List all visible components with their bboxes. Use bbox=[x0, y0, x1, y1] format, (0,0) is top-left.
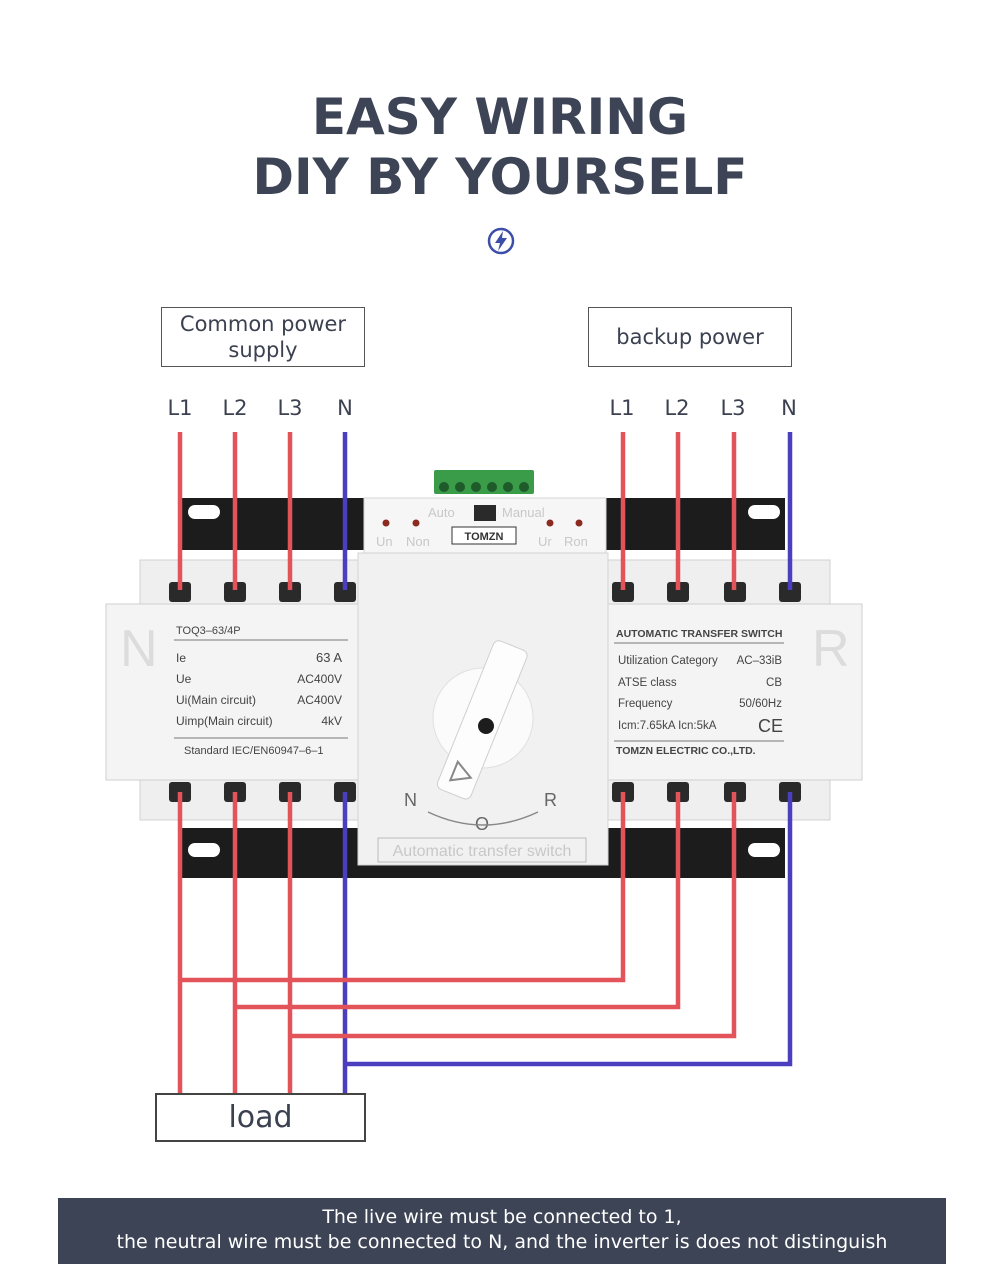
lightning-bolt-icon bbox=[487, 227, 515, 255]
side-letter-r: R bbox=[812, 620, 850, 678]
common-terminal-l2: L2 bbox=[222, 396, 248, 420]
mode-manual-label: Manual bbox=[502, 505, 545, 520]
load-box: load bbox=[155, 1093, 366, 1142]
spec-label-utilization: Utilization Category bbox=[618, 655, 718, 667]
brand-logo bbox=[451, 526, 517, 545]
left-switch-module bbox=[105, 559, 369, 821]
standard-text: Standard IEC/EN60947–6–1 bbox=[184, 745, 323, 757]
common-power-line-1: Common power bbox=[179, 312, 347, 336]
spec-value-utilization: AC–33iB bbox=[737, 655, 783, 667]
indicator-ur: Ur bbox=[538, 534, 552, 549]
brand-text: TOMZN bbox=[465, 531, 504, 543]
spec-value-frequency: 50/60Hz bbox=[739, 698, 782, 710]
indicator-non: Non bbox=[406, 534, 430, 549]
common-terminal-n: N bbox=[337, 396, 353, 420]
indicator-un: Un bbox=[376, 534, 393, 549]
dial-position-n: N bbox=[404, 790, 417, 810]
dial-position-o: O bbox=[475, 814, 489, 834]
company-name: TOMZN ELECTRIC CO.,LTD. bbox=[616, 745, 756, 757]
rating-value-uimp: 4kV bbox=[321, 714, 342, 728]
backup-power-label: backup power bbox=[588, 307, 792, 367]
common-terminal-l1: L1 bbox=[167, 396, 193, 420]
load-label: load bbox=[228, 1100, 293, 1135]
model-number: TOQ3–63/4P bbox=[176, 625, 241, 637]
page-title-line-2: DIY BY YOURSELF bbox=[252, 148, 748, 206]
rating-value-ue: AC400V bbox=[297, 672, 342, 686]
spec-current: Icm:7.65kA Icn:5kA bbox=[618, 720, 717, 732]
spec-label-atse: ATSE class bbox=[618, 677, 677, 689]
rating-label-uimp: Uimp(Main circuit) bbox=[176, 714, 273, 728]
common-terminal-l3: L3 bbox=[277, 396, 303, 420]
mode-auto-label: Auto bbox=[428, 505, 455, 520]
page-title-line-1: EASY WIRING bbox=[311, 88, 689, 146]
output-wires bbox=[177, 792, 793, 1093]
rating-label-ui: Ui(Main circuit) bbox=[176, 693, 256, 707]
footer-line-2: the neutral wire must be connected to N,… bbox=[116, 1231, 888, 1253]
indicator-ron: Ron bbox=[564, 534, 588, 549]
right-rating-panel: R AUTOMATIC TRANSFER SWITCH Utilization … bbox=[614, 620, 850, 757]
backup-terminal-n: N bbox=[781, 396, 797, 420]
footer-line-1: The live wire must be connected to 1, bbox=[322, 1206, 682, 1228]
footer-note: The live wire must be connected to 1, th… bbox=[58, 1198, 946, 1264]
left-rating-panel: N TOQ3–63/4P Ie 63 A Ue AC400V Ui(Main c… bbox=[120, 620, 348, 757]
ats-heading: AUTOMATIC TRANSFER SWITCH bbox=[616, 628, 782, 640]
backup-terminal-l1: L1 bbox=[609, 396, 635, 420]
transfer-controller: Auto Manual Un Non Ur Ron TOMZN N O R Au… bbox=[357, 470, 609, 866]
front-caption: Automatic transfer switch bbox=[393, 843, 572, 860]
right-switch-module bbox=[599, 559, 863, 821]
input-wires bbox=[177, 432, 793, 590]
backup-terminal-l2: L2 bbox=[664, 396, 690, 420]
spec-value-atse: CB bbox=[766, 677, 782, 689]
backup-power-text: backup power bbox=[616, 325, 764, 349]
rating-label-ue: Ue bbox=[176, 672, 192, 686]
rating-value-ui: AC400V bbox=[297, 693, 342, 707]
rating-value-ie: 63 A bbox=[316, 650, 342, 665]
handle-screw bbox=[478, 718, 494, 734]
ce-mark: CE bbox=[758, 716, 783, 736]
dial-position-r: R bbox=[544, 790, 557, 810]
spec-label-frequency: Frequency bbox=[618, 698, 673, 710]
rating-label-ie: Ie bbox=[176, 651, 186, 665]
common-power-line-2: supply bbox=[228, 338, 298, 362]
common-power-supply-label: Common power supply bbox=[161, 307, 365, 367]
mode-selector-switch[interactable] bbox=[474, 505, 496, 521]
side-letter-n: N bbox=[120, 620, 158, 678]
backup-terminal-l3: L3 bbox=[720, 396, 746, 420]
